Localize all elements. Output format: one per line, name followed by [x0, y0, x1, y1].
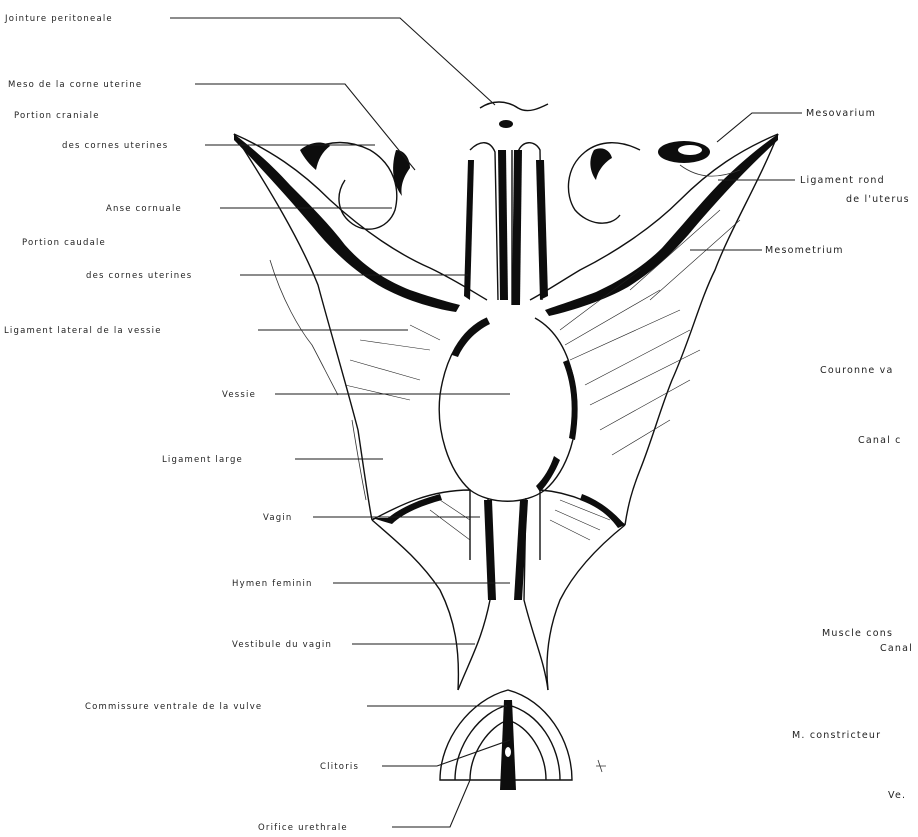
label-orifice: Orifice urethrale — [258, 823, 348, 833]
label-hymen: Hymen feminin — [232, 579, 313, 589]
label-couronne: Couronne va — [820, 365, 894, 376]
label-commissure: Commissure ventrale de la vulve — [85, 702, 262, 712]
label-vagin: Vagin — [263, 513, 293, 523]
label-ve: Ve. — [888, 790, 906, 801]
vagina — [372, 490, 625, 690]
label-portion-caudale: Portion caudale — [22, 238, 106, 248]
label-mesovarium: Mesovarium — [806, 108, 876, 119]
label-m-constricteur: M. constricteur — [792, 730, 881, 741]
label-jointure-peritoneale: Jointure peritoneale — [4, 14, 113, 24]
label-ligament-rond: Ligament rond — [800, 175, 885, 186]
label-portion-caudale-2: des cornes uterines — [86, 271, 192, 281]
label-canal-2: Canal — [880, 643, 913, 654]
label-ligament-rond-2: de l'uterus — [846, 194, 910, 205]
label-vessie: Vessie — [222, 390, 256, 400]
right-labels: Mesovarium Ligament rond de l'uterus Mes… — [765, 108, 913, 801]
label-vestibule: Vestibule du vagin — [232, 640, 332, 650]
label-muscle-cons: Muscle cons — [822, 628, 893, 639]
left-labels: Jointure peritoneale Meso de la corne ut… — [4, 14, 359, 833]
label-anse-cornuale: Anse cornuale — [106, 204, 182, 214]
label-clitoris: Clitoris — [320, 762, 359, 772]
right-uterine-horn — [530, 134, 778, 300]
label-portion-craniale: Portion craniale — [14, 111, 100, 121]
reproductive-tract-drawing — [234, 102, 778, 790]
label-ligament-large: Ligament large — [162, 455, 243, 465]
label-mesometrium: Mesometrium — [765, 245, 844, 256]
label-meso-corne: Meso de la corne uterine — [8, 80, 142, 90]
label-canal: Canal c — [858, 435, 902, 446]
label-portion-craniale-2: des cornes uterines — [62, 141, 168, 151]
leader-lines — [170, 18, 802, 827]
label-ligament-lateral-vessie: Ligament lateral de la vessie — [4, 326, 162, 336]
